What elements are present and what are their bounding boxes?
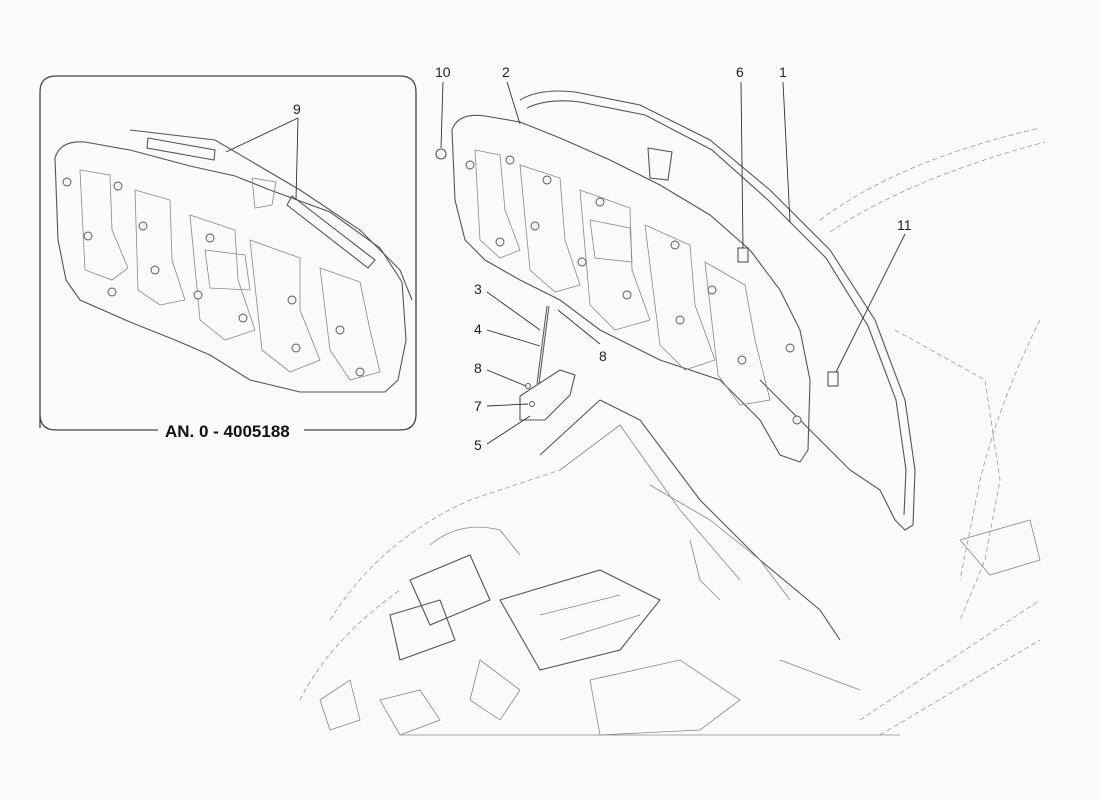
inset-caption: AN. 0 - 4005188 [165, 422, 290, 441]
callout-5: 5 [474, 437, 482, 453]
callout-3: 3 [474, 281, 482, 297]
callout-6: 6 [736, 64, 744, 80]
leader-lines [440, 81, 906, 445]
callout-8-right: 8 [599, 348, 607, 364]
hood-assembly [435, 90, 916, 531]
inset-hood-liner [54, 129, 413, 393]
engine-bay [299, 127, 1046, 736]
callout-11: 11 [897, 217, 912, 233]
callout-10: 10 [435, 64, 451, 80]
inset-panel: AN. 0 - 4005188 [39, 75, 417, 441]
inset-frame [39, 75, 417, 431]
callout-9: 9 [293, 101, 301, 117]
callout-2: 2 [502, 64, 510, 80]
callout-4: 4 [474, 321, 482, 337]
callout-labels: 10 2 6 1 11 3 4 8 8 7 5 [435, 64, 912, 453]
callout-7: 7 [474, 398, 482, 414]
callout-8-left: 8 [474, 360, 482, 376]
callout-1: 1 [779, 64, 787, 80]
